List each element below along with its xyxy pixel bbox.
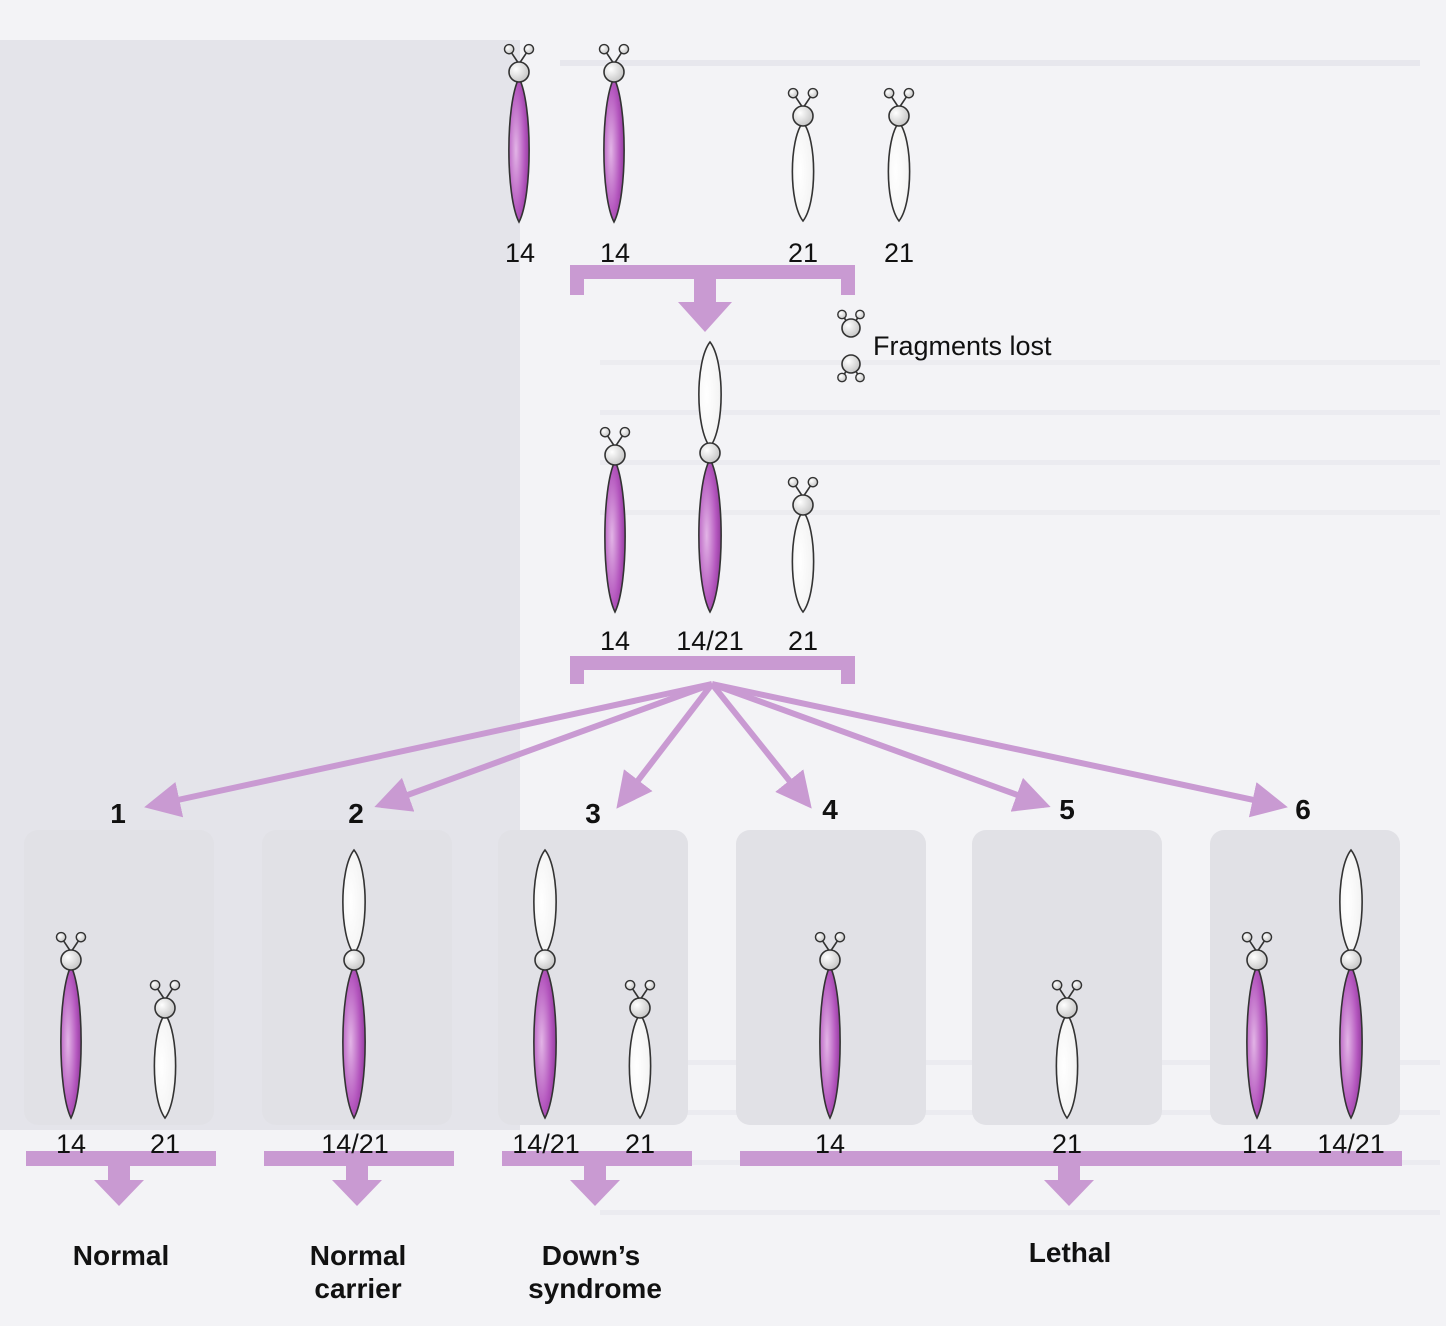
gamete-number-2: 2: [348, 798, 364, 829]
gamete-box-1: [24, 830, 214, 1125]
gamete-6-label-14-21: 14/21: [1317, 1129, 1385, 1159]
arrow-normal: [94, 1180, 144, 1206]
arrow-to-gamete-4: [709, 682, 812, 809]
gamete-arrows: [144, 681, 1288, 818]
arrow-to-gamete-6: [711, 681, 1288, 818]
outcome-normal-carrier-line2: carrier: [314, 1273, 401, 1304]
arrow-to-gamete-2: [374, 681, 714, 812]
gamete-1-chromosome-21: [149, 979, 181, 1120]
bracket-lethal: [740, 1151, 1402, 1166]
fragments-lost-icon: [837, 309, 865, 383]
top-bracket: [570, 265, 855, 279]
arrow-to-gamete-1: [144, 681, 713, 818]
gamete-1-label-21: 21: [150, 1129, 180, 1159]
middle-label-21: 21: [788, 626, 818, 656]
gamete-2-chromosome-14-21: [342, 848, 366, 1120]
top-down-arrow: [678, 302, 732, 332]
middle-bracket: [570, 656, 855, 670]
chromosome-top-14b: [598, 43, 630, 224]
bracket-carrier: [264, 1151, 454, 1166]
chromosome-middle-14: [599, 426, 631, 614]
outcome-normal: Normal: [73, 1240, 169, 1271]
arrow-to-gamete-5: [710, 681, 1051, 812]
gamete-box-3: [498, 830, 688, 1125]
chromosome-middle-14-21: [698, 340, 722, 614]
gamete-6-chromosome-14-21: [1339, 848, 1363, 1120]
gamete-number-5: 5: [1059, 794, 1075, 825]
chromosome-middle-21: [787, 476, 819, 614]
outcome-downs-line2: syndrome: [528, 1273, 662, 1304]
top-label-1: 14: [505, 238, 535, 268]
bracket-normal: [26, 1151, 216, 1166]
top-label-4: 21: [884, 238, 914, 268]
gamete-number-6: 6: [1295, 794, 1311, 825]
gamete-5-chromosome-21: [1051, 979, 1083, 1120]
top-label-2: 14: [600, 238, 630, 268]
top-label-3: 21: [788, 238, 818, 268]
gamete-6-chromosome-14: [1241, 931, 1273, 1120]
chromosome-top-21a: [787, 87, 819, 223]
chromosome-top-21b: [883, 87, 915, 223]
arrow-to-gamete-3: [616, 682, 715, 809]
bracket-downs: [502, 1151, 692, 1166]
gamete-4-label-14: 14: [815, 1129, 845, 1159]
gamete-3-chromosome-21: [624, 979, 656, 1120]
gamete-box-6: [1210, 830, 1400, 1125]
arrow-carrier: [332, 1180, 382, 1206]
outcome-lethal: Lethal: [1029, 1237, 1111, 1268]
outcome-downs-line1: Down’s: [542, 1240, 641, 1271]
gamete-4-chromosome-14: [814, 931, 846, 1120]
chromosome-top-14a: [503, 43, 535, 224]
arrow-lethal: [1044, 1180, 1094, 1206]
gamete-3-label-21: 21: [625, 1129, 655, 1159]
labels: 14 14 21 21 Fragments lost 14 14/21 21 1…: [56, 238, 1385, 1304]
gamete-2-label-14-21: 14/21: [321, 1129, 389, 1159]
middle-label-14: 14: [600, 626, 630, 656]
connectors: [26, 265, 1402, 1206]
gamete-3-label-14-21: 14/21: [512, 1129, 580, 1159]
chromosomes: [55, 43, 1363, 1120]
gamete-number-3: 3: [585, 798, 601, 829]
gamete-number-1: 1: [110, 798, 126, 829]
gamete-1-chromosome-14: [55, 931, 87, 1120]
fragments-lost-label: Fragments lost: [873, 331, 1052, 361]
gamete-3-chromosome-14-21: [533, 848, 557, 1120]
gamete-5-label-21: 21: [1052, 1129, 1082, 1159]
middle-label-14-21: 14/21: [676, 626, 744, 656]
gamete-box-5: [972, 830, 1162, 1125]
gamete-number-4: 4: [822, 794, 838, 825]
gamete-1-label-14: 14: [56, 1129, 86, 1159]
outcome-normal-carrier-line1: Normal: [310, 1240, 406, 1271]
gamete-6-label-14: 14: [1242, 1129, 1272, 1159]
arrow-downs: [570, 1180, 620, 1206]
